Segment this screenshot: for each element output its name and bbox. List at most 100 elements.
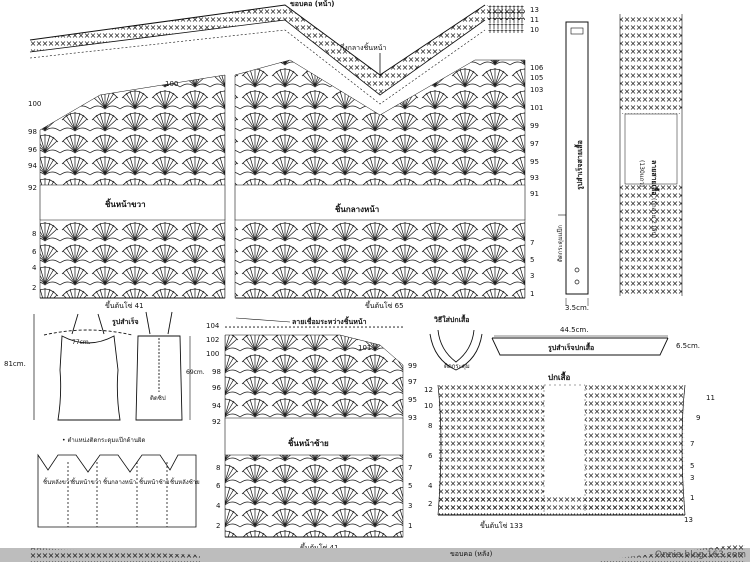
row-num: 101 (358, 344, 371, 352)
back-collar-label: ขอบคอ (หลัง) (450, 550, 493, 558)
panel-label: ชิ้นหน้าซ้าย (139, 476, 170, 486)
panel-labels: ชิ้นหลังขวา ชิ้นหน้าขวา ชิ้นกลางหน้า ชิ้… (43, 476, 200, 486)
finished-dress-front (43, 313, 133, 421)
row-num: 5 (408, 482, 412, 490)
collar-finished-shape (491, 337, 669, 356)
strap-attach-label: ติดกระดุมแป๊ก (557, 225, 564, 263)
row-num: 3 (530, 272, 534, 280)
row-num: 2 (428, 500, 432, 508)
row-num: 6 (216, 482, 221, 490)
row-num: 3 (408, 502, 412, 510)
collar-chart (437, 384, 686, 516)
row-num: 95 (530, 158, 539, 166)
row-num: 95 (408, 396, 417, 404)
row-num: 98 (212, 368, 221, 376)
center-front-piece (234, 59, 526, 299)
collar-button-label: ติดกระดุม (444, 363, 470, 370)
center-front-base: ขึ้นต้นโซ่ 65 (365, 299, 404, 310)
panel-label: ชิ้นกลางหน้า (103, 476, 136, 486)
right-front-base: ขึ้นต้นโซ่ 41 (105, 299, 144, 310)
row-num: 97 (530, 140, 539, 148)
row-num: 98 (28, 128, 37, 136)
collar-title: ปกเสื้อ (548, 371, 571, 382)
finished-dress-back (135, 311, 183, 421)
back-length-label: 69cm. (186, 369, 205, 376)
top-right-row-numbers: 13 11 10 (530, 6, 539, 34)
row-num: 101 (530, 104, 543, 112)
row-num: 2 (216, 522, 220, 530)
panel-label: ชิ้นหน้าขวา (71, 476, 101, 486)
row-num: 10 (424, 402, 433, 410)
collar-right-rows: 11 9 7 5 3 1 13 (684, 394, 715, 524)
row-num: 10 (530, 26, 539, 34)
row-num: 4 (32, 264, 37, 272)
row-num: 5 (690, 462, 694, 470)
row-num: 92 (212, 418, 221, 426)
left-front-label: ชิ้นหน้าซ้าย (288, 437, 329, 448)
row-num: 100 (28, 100, 41, 108)
right-front-piece (39, 74, 226, 299)
bust-measure-label: 77cm. (72, 339, 91, 346)
strap-pattern-label: ลายสายเสื้อ (650, 160, 661, 196)
joining-line-label: ลายเชื่อมระหว่างชิ้นหน้า (292, 315, 367, 326)
collar-finished-label: รูปสำเร็จปกเสื้อ (548, 341, 594, 353)
row-num: 8 (428, 422, 432, 430)
left-piece-left-rows: 104 102 100 98 96 94 92 8 6 4 2 (206, 322, 221, 530)
row-num: 91 (530, 190, 539, 198)
watermark: Onnie.blog.163.com (655, 550, 746, 560)
row-num: 7 (408, 464, 412, 472)
joining-line-arrow (235, 317, 291, 323)
center-neck-label: กึ่งกลางชิ้นหน้า (340, 41, 386, 52)
row-num: 8 (216, 464, 220, 472)
collar-base-label: ขึ้นต้นโซ่ 133 (480, 519, 523, 530)
collar-method-shape (429, 329, 483, 371)
row-num: 105 (530, 74, 543, 82)
center-left-row-numbers: 100 98 96 94 92 8 6 4 2 (28, 100, 41, 292)
row-num: 11 (706, 394, 715, 402)
row-num: 93 (408, 414, 417, 422)
row-num: 13 (684, 516, 693, 524)
row-num: 2 (32, 284, 36, 292)
row-100-label: 100 (165, 80, 178, 88)
row-num: 1 (530, 290, 534, 298)
row-num: 3 (690, 474, 694, 482)
collar-height-label: 6.5cm. (676, 342, 700, 350)
row-num: 1 (408, 522, 412, 530)
row-num: 97 (408, 378, 417, 386)
left-front-base: ขึ้นต้นโซ่ 41 (300, 541, 339, 552)
front-collar-label: ขอบคอ (หน้า) (290, 0, 335, 8)
collar-left-rows: 12 10 8 6 4 2 (424, 386, 433, 508)
row-num: 92 (28, 184, 37, 192)
center-front-label: ชิ้นกลางหน้า (335, 203, 379, 214)
strap-width-label: 3.5cm. (565, 304, 589, 312)
row-num: 1 (690, 494, 694, 502)
row-num: 9 (696, 414, 700, 422)
row-num: 7 (530, 239, 534, 247)
row-num: 5 (530, 256, 534, 264)
row-num: 94 (212, 402, 221, 410)
row-num: 4 (216, 502, 221, 510)
row-num: 106 (530, 64, 544, 72)
row-num: 104 (206, 322, 220, 330)
row-num: 4 (428, 482, 433, 490)
center-right-row-numbers: 106 105 103 101 99 97 95 93 91 7 5 3 1 (530, 64, 544, 298)
strap-finished-shape (558, 21, 589, 306)
row-num: 96 (28, 146, 37, 154)
panel-label: ชิ้นหลังขวา (43, 476, 73, 486)
front-collar-band (29, 4, 525, 105)
row-num: 103 (530, 86, 543, 94)
finished-look-label: รูปสำเร็จ (112, 317, 139, 327)
back-collar-band (30, 544, 745, 562)
row-num: 13 (530, 6, 539, 14)
row-num: 93 (530, 174, 539, 182)
left-front-piece (224, 322, 404, 538)
collar-width-label: 44.5cm. (560, 326, 588, 334)
button-note: • ตำแหน่งติดกระดุมแป๊กด้านผิด (62, 437, 145, 444)
left-piece-right-rows: 101 99 97 95 93 7 5 3 1 (358, 344, 417, 530)
strap-count-label: (ถักสาย 2 เส้น) (650, 198, 657, 238)
panel-label: ชิ้นหลังซ้าย (170, 476, 200, 486)
row-num: 7 (690, 440, 694, 448)
row-num: 11 (530, 16, 539, 24)
strap-rows-label: (130แถว) (638, 160, 645, 187)
zipper-label: ติดซิป (150, 395, 166, 402)
